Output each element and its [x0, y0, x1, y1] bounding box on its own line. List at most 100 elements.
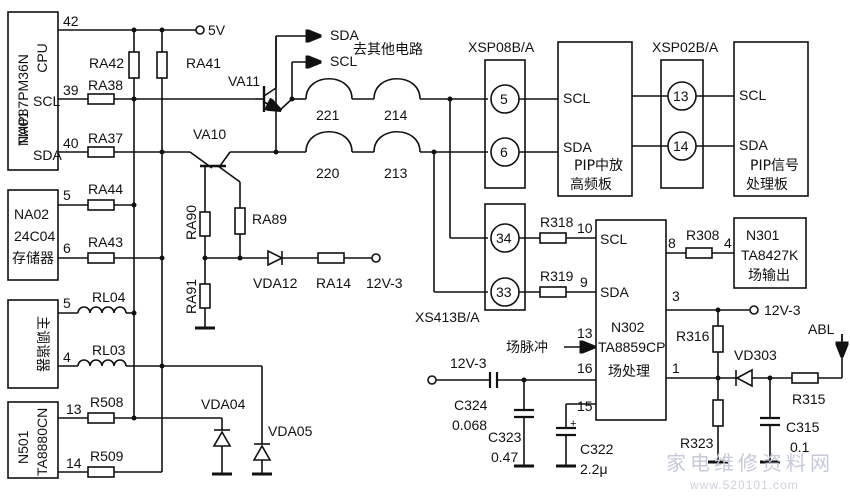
- bottom-caps: 12V-3 C324 0.068 C323 0.47 + C322 2.2μ: [427, 355, 614, 477]
- label-r509: R509: [90, 448, 124, 464]
- net-12v-a: 12V-3: [366, 275, 403, 291]
- inductor-rl03: [77, 359, 127, 367]
- label-r323: R323: [680, 435, 714, 451]
- pip-sig-sda: SDA: [739, 137, 768, 153]
- filter-214: [373, 77, 421, 100]
- label-214: 214: [384, 107, 408, 123]
- net-abl: ABL: [808, 321, 835, 337]
- watermark-text: 家电维修资料网: [666, 451, 834, 475]
- chip-n302: R318 R319 SCL SDA N302 TA8859CP 场处理 10 9…: [519, 214, 680, 421]
- pip-sig-line2: 处理板: [746, 177, 788, 193]
- resistor-ra38: [87, 93, 115, 105]
- resistor-r308: [685, 247, 713, 259]
- na01-pin39: 39: [63, 82, 79, 98]
- transistor-va11: VA11: [228, 36, 293, 112]
- label-r508: R508: [90, 394, 124, 410]
- net-field-pulse: 场脉冲: [506, 340, 548, 356]
- n302-pin-scl: SCL: [600, 231, 627, 247]
- pip-hf-scl: SCL: [563, 90, 590, 106]
- filters: 221 214 220 213: [276, 77, 488, 293]
- xsp08-pin5: 5: [500, 91, 508, 107]
- label-r308: R308: [686, 227, 720, 243]
- resistor-ra14: [317, 252, 345, 264]
- resistor-r323: [712, 399, 724, 427]
- na01-part: TMP87PM36N: [15, 54, 31, 146]
- field-pulse: 场脉冲: [506, 340, 594, 356]
- na02-pin5: 5: [63, 187, 71, 203]
- label-vda04: VDA04: [201, 396, 246, 412]
- na01-pin40: 40: [63, 135, 79, 151]
- n501-ref: N501: [15, 430, 31, 464]
- label-ra38: RA38: [88, 77, 123, 93]
- net-12v-b: 12V-3: [450, 355, 487, 371]
- resistor-ra91: [199, 283, 211, 309]
- c322-plus-sign: +: [570, 418, 576, 430]
- label-ra44: RA44: [88, 181, 123, 197]
- label-ra90: RA90: [183, 205, 199, 240]
- label-ra89: RA89: [252, 211, 287, 227]
- xsp02-pin13: 13: [673, 88, 689, 104]
- resistor-r509: [87, 466, 115, 478]
- tuner-label: 主调谐器: [34, 316, 50, 372]
- n302-pin1: 1: [672, 360, 680, 376]
- resistor-ra89: [234, 207, 246, 235]
- pip-hf-line2: 高频板: [570, 176, 612, 193]
- resistor-ra37: [87, 146, 115, 158]
- chip-na01: NA01 TMP87PM36N CPU SCL SDA 42 39 40: [7, 11, 79, 171]
- diode-vd303: [735, 368, 753, 388]
- n501-pin14: 14: [66, 455, 82, 471]
- connector-xsp02: 13 14 XSP02B/A: [652, 39, 719, 189]
- na02-func: 存储器: [12, 251, 54, 267]
- label-ra41: RA41: [186, 55, 221, 71]
- label-c322: C322: [580, 441, 614, 457]
- resistor-r316: [712, 325, 724, 353]
- value-c324: 0.068: [452, 417, 487, 433]
- label-r315: R315: [792, 391, 826, 407]
- label-ra43: RA43: [88, 234, 123, 250]
- label-213: 213: [384, 165, 408, 181]
- left-wiring: 5V RA42 RA41 RA38 RA37 RA44 RA43: [58, 22, 313, 478]
- na02-part: 24C04: [14, 228, 55, 244]
- n302-pin-sda: SDA: [600, 284, 629, 300]
- tuner-pin4: 4: [63, 349, 71, 365]
- n302-pin3: 3: [672, 288, 680, 304]
- n301-part: TA8427K: [741, 247, 799, 263]
- resistor-r508: [87, 412, 115, 424]
- label-vda05: VDA05: [268, 423, 313, 439]
- resistor-ra41: [156, 51, 168, 79]
- value-c323: 0.47: [491, 449, 518, 465]
- filter-221: [305, 77, 353, 100]
- pip-sig-line1: PIP信号: [750, 158, 799, 174]
- na01-pin-scl: SCL: [33, 93, 60, 109]
- label-220: 220: [316, 165, 340, 181]
- chip-n301: R308 4 N301 TA8427K 场输出: [666, 217, 807, 289]
- board-pip-hf: SCL SDA PIP中放 高频板: [519, 41, 668, 197]
- label-221: 221: [316, 107, 340, 123]
- n301-pin4: 4: [724, 235, 732, 251]
- resistor-ra90: [199, 211, 211, 237]
- net-12v-c: 12V-3: [764, 302, 801, 318]
- label-va11: VA11: [228, 73, 260, 89]
- resistor-r315: [791, 372, 819, 384]
- inductor-rl04: [77, 306, 127, 314]
- label-ra91: RA91: [183, 279, 199, 314]
- label-c323: C323: [488, 429, 522, 445]
- label-r316: R316: [676, 328, 710, 344]
- xsp02-pin14: 14: [673, 138, 689, 154]
- resistor-ra43: [87, 252, 115, 264]
- n501-pin13: 13: [66, 401, 82, 417]
- n302-pin10: 10: [577, 220, 593, 236]
- n302-pin13: 13: [577, 325, 593, 341]
- tuner-pin5: 5: [63, 295, 71, 311]
- xsp08-label: XSP08B/A: [468, 39, 535, 55]
- label-vda12: VDA12: [253, 275, 298, 291]
- chip-tuner: 主调谐器 5 4: [7, 295, 71, 389]
- n302-pin15: 15: [577, 398, 593, 414]
- watermark: 家电维修资料网 www.520101.com: [666, 451, 834, 492]
- na02-ref: NA02: [14, 206, 49, 222]
- pip-sig-scl: SCL: [739, 87, 766, 103]
- xsp02-label: XSP02B/A: [652, 39, 719, 55]
- diode-vda04: [212, 429, 232, 447]
- connector-xs413: 34 33 XS413B/A: [415, 203, 526, 325]
